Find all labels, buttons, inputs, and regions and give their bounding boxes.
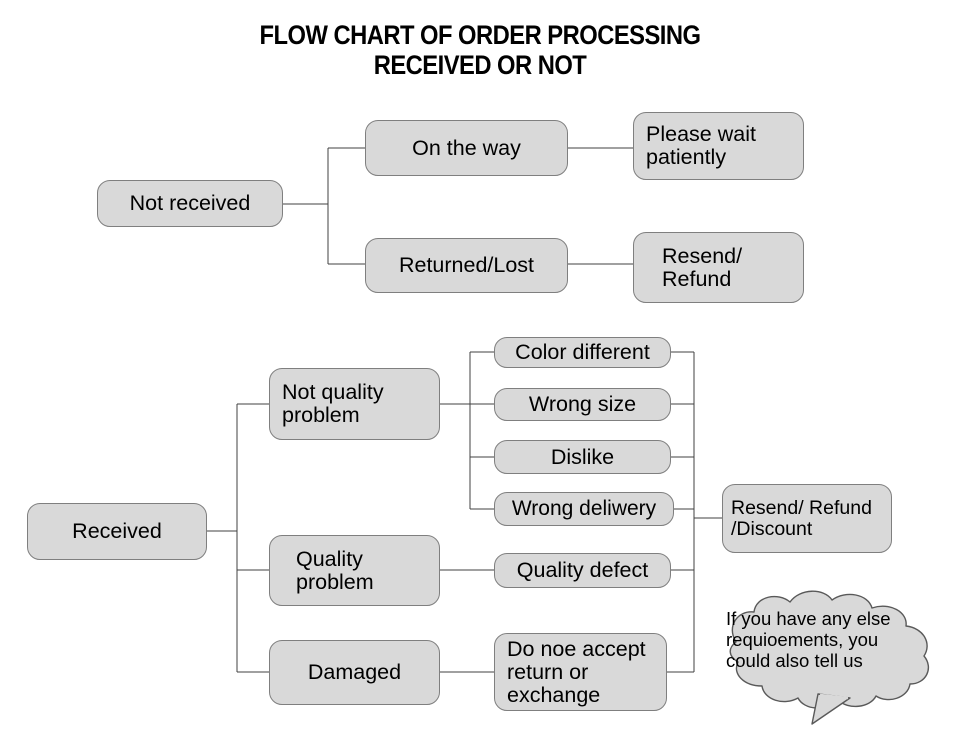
node-wrong-deliwery[interactable]: Wrong deliwery — [494, 492, 674, 526]
node-on-the-way[interactable]: On the way — [365, 120, 568, 176]
page-title: FLOW CHART OF ORDER PROCESSING RECEIVED … — [58, 20, 903, 80]
node-received[interactable]: Received — [27, 503, 207, 560]
node-do-noe-accept[interactable]: Do noe accept return or exchange — [494, 633, 667, 711]
node-resend-refund[interactable]: Resend/ Refund — [633, 232, 804, 303]
node-color-different[interactable]: Color different — [494, 337, 671, 368]
node-wrong-size[interactable]: Wrong size — [494, 388, 671, 421]
node-received-label: Received — [72, 519, 162, 543]
node-please-wait[interactable]: Please wait patiently — [633, 112, 804, 180]
bubble-tail-seam — [819, 693, 849, 700]
title-line-2: RECEIVED OR NOT — [373, 50, 587, 81]
node-not-quality-problem-label: Not quality problem — [282, 380, 384, 427]
title-line-1: FLOW CHART OF ORDER PROCESSING — [259, 20, 701, 50]
node-resend-refund-discount[interactable]: Resend/ Refund /Discount — [722, 484, 892, 553]
node-wrong-deliwery-label: Wrong deliwery — [511, 496, 657, 520]
node-do-noe-accept-label: Do noe accept return or exchange — [507, 636, 646, 707]
node-on-the-way-label: On the way — [412, 135, 521, 160]
node-resend-refund-label: Resend/ Refund — [662, 243, 743, 291]
node-damaged[interactable]: Damaged — [269, 640, 440, 705]
note-bubble[interactable] — [700, 586, 960, 730]
node-quality-problem[interactable]: Quality problem — [269, 535, 440, 606]
node-returned-lost[interactable]: Returned/Lost — [365, 238, 568, 293]
node-quality-defect[interactable]: Quality defect — [494, 553, 671, 588]
node-color-different-label: Color different — [515, 340, 650, 364]
node-returned-lost-label: Returned/Lost — [398, 253, 535, 277]
node-quality-defect-label: Quality defect — [516, 558, 649, 582]
note-bubble-text: If you have any else requioements, you c… — [726, 608, 891, 672]
node-dislike[interactable]: Dislike — [494, 440, 671, 474]
bubble-body — [729, 590, 929, 709]
node-not-received[interactable]: Not received — [97, 180, 283, 227]
node-dislike-label: Dislike — [550, 444, 615, 469]
node-not-received-label: Not received — [129, 191, 251, 215]
node-please-wait-label: Please wait patiently — [646, 122, 756, 169]
node-quality-problem-label: Quality problem — [296, 546, 374, 594]
node-resend-refund-discount-label: Resend/ Refund /Discount — [731, 496, 872, 540]
node-not-quality-problem[interactable]: Not quality problem — [269, 368, 440, 440]
node-damaged-label: Damaged — [307, 660, 402, 684]
node-wrong-size-label: Wrong size — [528, 392, 637, 416]
